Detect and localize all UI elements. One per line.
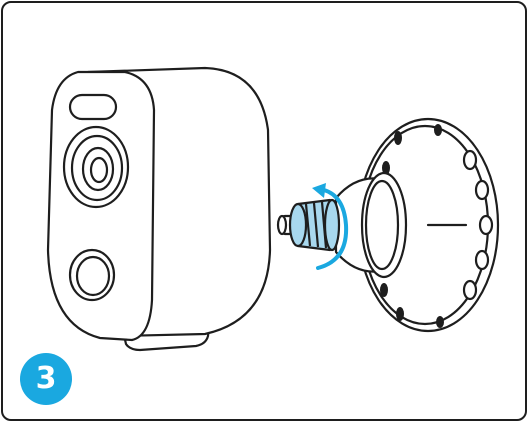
rotate-arrow-icon bbox=[312, 183, 349, 270]
camera-icon bbox=[46, 66, 272, 352]
step-badge: 3 bbox=[20, 353, 72, 405]
wall-mount-icon bbox=[334, 117, 500, 333]
mount-screw bbox=[276, 198, 341, 252]
step-number: 3 bbox=[35, 361, 57, 396]
